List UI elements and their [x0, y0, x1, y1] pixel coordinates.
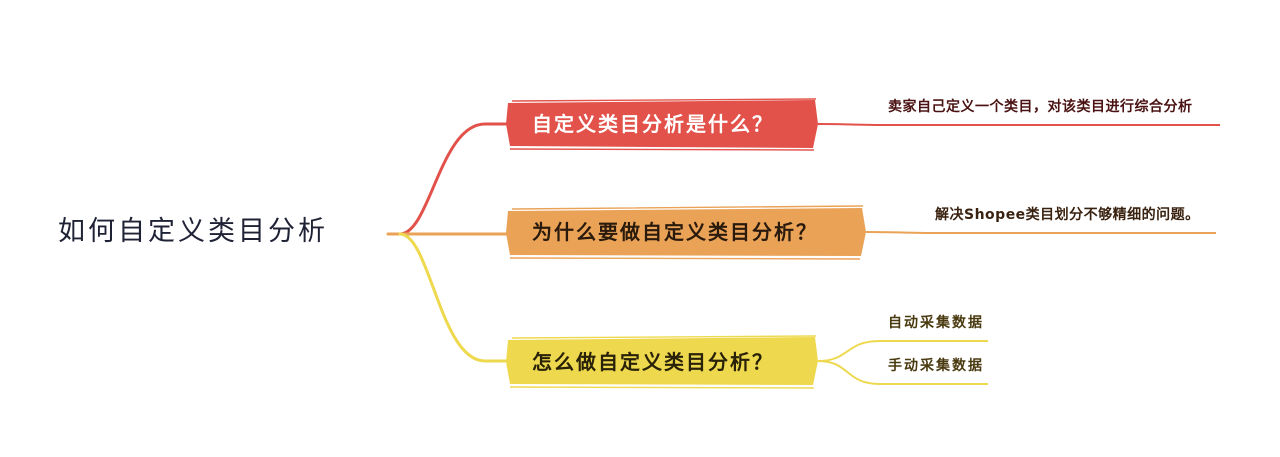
- leaf-node-reason[interactable]: 解决Shopee类目划分不够精细的问题。: [935, 207, 1200, 223]
- connector-root-branch-1: [398, 122, 510, 236]
- leaf-node-definition[interactable]: 卖家自己定义一个类目，对该类目进行综合分析: [888, 99, 1193, 115]
- connector-branch-1-leaf-1: [817, 123, 1220, 126]
- leaf-node-manual-collect[interactable]: 手动采集数据: [888, 358, 984, 374]
- connector-root-branch-3: [398, 232, 510, 363]
- branch-node-2-shape: [506, 205, 866, 260]
- branch-node-what[interactable]: 自定义类目分析是什么？: [532, 112, 774, 136]
- root-topic[interactable]: 如何自定义类目分析: [58, 216, 328, 247]
- branch-node-why[interactable]: 为什么要做自定义类目分析？: [532, 220, 818, 244]
- branch-node-1-shape: [506, 98, 818, 151]
- branch-node-how[interactable]: 怎么做自定义类目分析？: [532, 350, 774, 374]
- branch-node-3-shape: [506, 335, 818, 389]
- connector-branch-3-leaf-2: [817, 360, 988, 385]
- connector-branch-3-leaf-1: [817, 340, 988, 362]
- leaf-node-auto-collect[interactable]: 自动采集数据: [888, 315, 984, 331]
- connector-branch-2-leaf-1: [865, 231, 1216, 234]
